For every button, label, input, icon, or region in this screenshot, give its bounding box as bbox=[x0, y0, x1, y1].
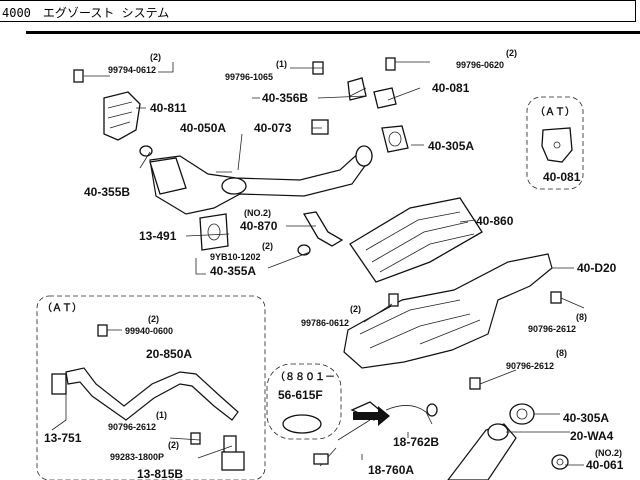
label-13-491: 13-491 bbox=[139, 229, 177, 243]
diagram-title: 4000 エグゾースト システム bbox=[2, 6, 170, 20]
qty-2-c: (2) bbox=[262, 241, 273, 251]
label-40-355b: 40-355B bbox=[84, 185, 130, 199]
title-bar: 4000 エグゾースト システム bbox=[0, 0, 636, 22]
label-99794-0612: 99794-0612 bbox=[108, 65, 156, 75]
qty-2-b: (2) bbox=[506, 48, 517, 58]
label-40-061: 40-061 bbox=[586, 458, 624, 472]
label-40-d20: 40-D20 bbox=[577, 261, 617, 275]
label-40-081-at: 40-081 bbox=[543, 170, 581, 184]
hanger-40-081 bbox=[373, 87, 397, 109]
bolt-99786-0612 bbox=[388, 293, 399, 307]
nut-40-061 bbox=[551, 454, 569, 470]
gasket-13-491 bbox=[199, 213, 229, 251]
at-inset-frame bbox=[526, 96, 584, 190]
qty-2-f: (2) bbox=[168, 440, 179, 450]
label-40-305a-bottom: 40-305A bbox=[563, 411, 609, 425]
label-99283-1800p: 99283-1800P bbox=[110, 452, 164, 462]
qty-2-d: (2) bbox=[350, 304, 361, 314]
label-99786-0612: 99786-0612 bbox=[301, 318, 349, 328]
bolt-99940-0600 bbox=[97, 324, 108, 337]
nut-40-355a bbox=[297, 244, 311, 256]
bracket-40-870 bbox=[302, 211, 344, 247]
label-40-811: 40-811 bbox=[150, 101, 187, 115]
rubber-plug bbox=[282, 414, 322, 434]
label-90796-2612-c: 90796-2612 bbox=[108, 422, 156, 432]
label-40-073: 40-073 bbox=[254, 121, 292, 135]
label-40-860: 40-860 bbox=[476, 214, 514, 228]
heat-shield-40-811 bbox=[103, 91, 141, 141]
bolt-99796-0620 bbox=[385, 57, 396, 71]
at-bracket-hole bbox=[553, 141, 561, 149]
qty-1-b: (1) bbox=[156, 410, 167, 420]
at-left-label: （ＡＴ） bbox=[42, 301, 82, 314]
at-left-frame bbox=[36, 295, 266, 480]
header-rule bbox=[26, 31, 640, 34]
label-99796-1065: 99796-1065 bbox=[225, 72, 273, 82]
label-99796-0620: 99796-0620 bbox=[456, 60, 504, 70]
bolt-90796-c bbox=[190, 432, 201, 445]
qty-8-b: (8) bbox=[556, 348, 567, 358]
bracket-40-073 bbox=[311, 119, 329, 135]
date-inset-label: （８８０１－ bbox=[275, 370, 335, 383]
label-99940-0600: 99940-0600 bbox=[125, 326, 173, 336]
label-90796-2612-b: 90796-2612 bbox=[506, 361, 554, 371]
label-90796-2612-a: 90796-2612 bbox=[528, 324, 576, 334]
label-13-751: 13-751 bbox=[44, 431, 82, 445]
at-bracket bbox=[541, 127, 573, 163]
gasket-40-305a-top bbox=[381, 125, 409, 153]
gasket-13-751 bbox=[51, 373, 67, 395]
bolt-90796-b bbox=[469, 377, 481, 390]
label-20-850a: 20-850A bbox=[146, 347, 192, 361]
date-inset-frame bbox=[266, 363, 342, 440]
label-40-870: 40-870 bbox=[240, 219, 278, 233]
bracket-99283 bbox=[221, 451, 245, 471]
qty-2-a: (2) bbox=[150, 52, 161, 62]
label-20-wa4: 20-WA4 bbox=[570, 429, 614, 443]
qty-no2-a: (NO.2) bbox=[244, 208, 271, 218]
qty-8-a: (8) bbox=[576, 312, 587, 322]
arrow-to-sensor bbox=[353, 406, 390, 426]
bolt-99794 bbox=[73, 69, 84, 83]
leader-lines bbox=[51, 61, 585, 466]
qty-no2-b: (NO.2) bbox=[595, 448, 622, 458]
label-40-356b: 40-356B bbox=[262, 91, 308, 105]
label-18-760a: 18-760A bbox=[368, 463, 414, 477]
label-13-815b: 13-815B bbox=[137, 467, 183, 480]
label-40-050a: 40-050A bbox=[180, 121, 226, 135]
label-56-615f: 56-615F bbox=[278, 388, 323, 402]
label-9yb10-1202: 9YB10-1202 bbox=[210, 252, 261, 262]
label-40-355a: 40-355A bbox=[210, 264, 256, 278]
at-inset-label: （ＡＴ） bbox=[535, 105, 575, 118]
label-18-762b: 18-762B bbox=[393, 435, 439, 449]
gasket-40-305a-bottom bbox=[509, 403, 535, 425]
pipe-40-d20 bbox=[343, 253, 553, 369]
pipe-20-850a bbox=[65, 367, 239, 421]
label-40-305a-top: 40-305A bbox=[428, 139, 474, 153]
nut-40-355b bbox=[139, 145, 153, 157]
qty-2-e: (2) bbox=[148, 314, 159, 324]
label-40-081: 40-081 bbox=[432, 81, 470, 95]
bolt-90796-a bbox=[550, 291, 562, 304]
heat-insulator-40-860 bbox=[349, 197, 483, 283]
qty-1-a: (1) bbox=[276, 59, 287, 69]
